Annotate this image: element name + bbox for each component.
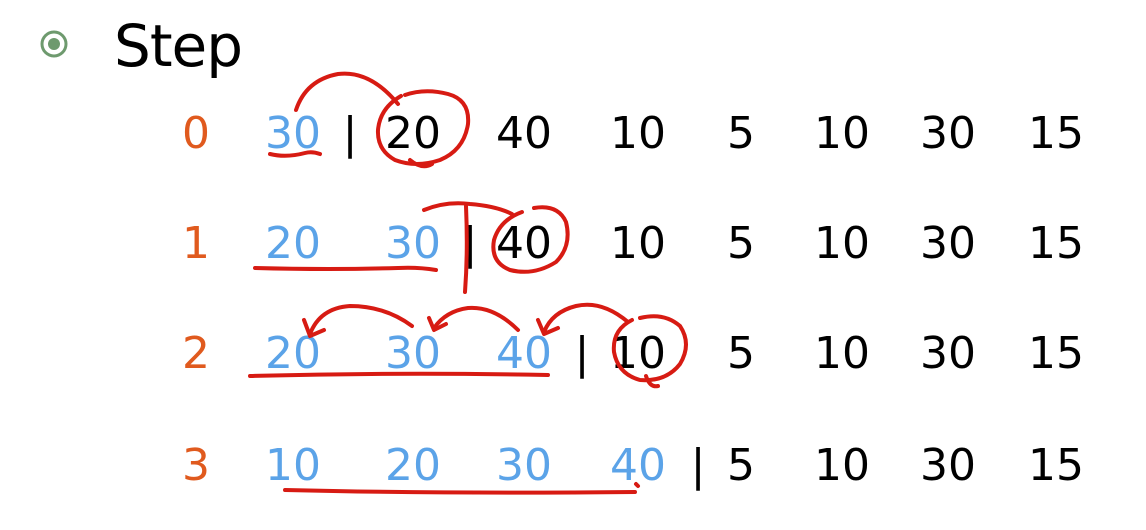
unsorted-value: 5 (727, 440, 755, 491)
step-index: 3 (182, 440, 210, 491)
unsorted-value: 10 (610, 218, 666, 269)
unsorted-value: 15 (1028, 440, 1084, 491)
sorted-divider: | (462, 218, 478, 269)
unsorted-value: 5 (727, 218, 755, 269)
unsorted-value: 40 (496, 218, 552, 269)
step-index: 0 (182, 108, 210, 159)
sorted-divider: | (574, 328, 590, 379)
unsorted-value: 10 (610, 328, 666, 379)
sorted-value: 40 (610, 440, 666, 491)
unsorted-value: 30 (920, 218, 976, 269)
unsorted-value: 20 (385, 108, 441, 159)
unsorted-value: 30 (920, 328, 976, 379)
sorted-divider: | (690, 440, 706, 491)
unsorted-value: 10 (610, 108, 666, 159)
sorted-divider: | (342, 108, 358, 159)
heading-title: Step (114, 12, 243, 80)
unsorted-value: 10 (814, 328, 870, 379)
sorted-value: 20 (265, 328, 321, 379)
sorted-value: 30 (265, 108, 321, 159)
unsorted-value: 10 (814, 108, 870, 159)
step-index: 2 (182, 328, 210, 379)
arrow-step2-40-to-30-arc (432, 305, 520, 332)
sorted-value: 20 (265, 218, 321, 269)
unsorted-value: 5 (727, 328, 755, 379)
circled-dot-bullet-icon (40, 30, 68, 58)
underline-step3 (283, 488, 637, 495)
unsorted-value: 40 (496, 108, 552, 159)
unsorted-value: 5 (727, 108, 755, 159)
sorted-value: 30 (385, 218, 441, 269)
step-index: 1 (182, 218, 210, 269)
sorted-value: 40 (496, 328, 552, 379)
sorted-value: 30 (496, 440, 552, 491)
unsorted-value: 10 (814, 440, 870, 491)
t-bar-step1 (422, 201, 514, 216)
unsorted-value: 15 (1028, 108, 1084, 159)
tail-step0 (408, 158, 434, 169)
sorted-value: 30 (385, 328, 441, 379)
unsorted-value: 15 (1028, 328, 1084, 379)
sorted-value: 20 (385, 440, 441, 491)
unsorted-value: 30 (920, 440, 976, 491)
unsorted-value: 10 (814, 218, 870, 269)
arc-step0 (294, 71, 400, 112)
unsorted-value: 15 (1028, 218, 1084, 269)
sorted-value: 10 (265, 440, 321, 491)
unsorted-value: 30 (920, 108, 976, 159)
